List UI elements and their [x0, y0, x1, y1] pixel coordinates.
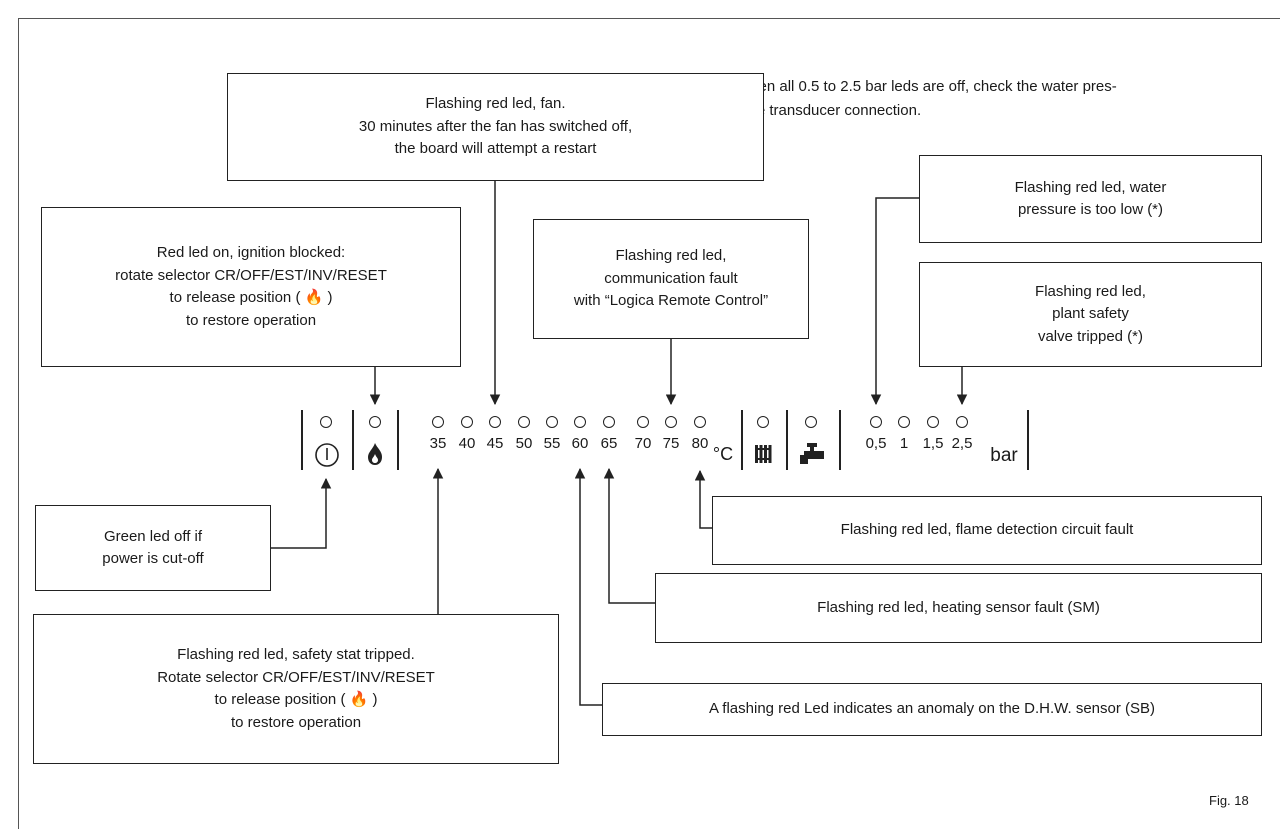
- callout-fan-line: 30 minutes after the fan has switched of…: [358, 117, 633, 135]
- callout-fan-line: Flashing red led, fan.: [425, 95, 566, 113]
- pressure-unit: bar: [990, 445, 1018, 466]
- pressure-label: 0,5: [865, 435, 887, 452]
- callout-dhw-sensor: A flashing red Led indicates an anomaly …: [602, 683, 1262, 736]
- pressure-led-1: [898, 416, 910, 428]
- temp-label: 35: [429, 435, 447, 452]
- temp-led-40: [461, 416, 473, 428]
- callout-communication-line: communication fault: [604, 269, 738, 287]
- callout-stat-line: to release position ( 🔥 ): [214, 691, 378, 708]
- callout-valve-line: plant safety: [1052, 305, 1129, 323]
- panel-separator: [1027, 410, 1029, 470]
- temp-led-65: [603, 416, 615, 428]
- callout-ignition-line: Red led on, ignition blocked:: [156, 244, 346, 261]
- temp-led-55: [546, 416, 558, 428]
- callout-safety-valve: Flashing red led, plant safety valve tri…: [919, 262, 1262, 367]
- temp-led-75: [665, 416, 677, 428]
- temp-label: 65: [600, 435, 618, 452]
- callout-communication-line: with “Logica Remote Control”: [573, 292, 769, 310]
- callout-ignition-blocked: Red led on, ignition blocked: rotate sel…: [41, 207, 461, 367]
- callout-ignition-line: to release position ( 🔥 ): [169, 289, 333, 306]
- callout-power-line: power is cut-off: [102, 550, 204, 567]
- pressure-label: 2,5: [951, 435, 973, 452]
- pressure-label: 1,5: [922, 435, 944, 452]
- pressure-label: 1: [899, 435, 909, 452]
- flame-icon: [368, 443, 382, 465]
- callout-pressure-line: Flashing red led, water: [1014, 178, 1167, 196]
- temp-label: 60: [571, 435, 589, 452]
- callout-dhw-line: A flashing red Led indicates an anomaly …: [708, 700, 1156, 718]
- temp-label: 75: [662, 435, 680, 452]
- panel-separator: [741, 410, 743, 470]
- pressure-led-0-5: [870, 416, 882, 428]
- callout-ignition-line: to restore operation: [185, 311, 317, 329]
- callout-communication-fault: Flashing red led, communication fault wi…: [533, 219, 809, 339]
- callout-valve-line: Flashing red led,: [1035, 282, 1146, 300]
- temp-label: 50: [515, 435, 533, 452]
- tap-icon: [800, 443, 824, 464]
- pressure-led-2-5: [956, 416, 968, 428]
- temp-unit: °C: [712, 444, 734, 464]
- pressure-led-1-5: [927, 416, 939, 428]
- callout-valve-line: valve tripped (*): [1037, 327, 1144, 345]
- temp-label: 80: [691, 435, 709, 452]
- flame-led: [369, 416, 381, 428]
- heating-led: [757, 416, 769, 428]
- temp-led-60: [574, 416, 586, 428]
- temp-label: 70: [634, 435, 652, 452]
- temp-label: 45: [486, 435, 504, 452]
- callout-flame-line: Flashing red led, flame detection circui…: [840, 521, 1134, 539]
- callout-fan-line: the board will attempt a restart: [394, 140, 597, 158]
- radiator-icon: [755, 445, 772, 463]
- callout-pressure-line: pressure is too low (*): [1017, 201, 1164, 218]
- callout-ignition-line: rotate selector CR/OFF/EST/INV/RESET: [115, 266, 387, 284]
- footnote-line-1: When all 0.5 to 2.5 bar leds are off, ch…: [736, 78, 1117, 95]
- temp-label: 55: [543, 435, 561, 452]
- panel-separator: [839, 410, 841, 470]
- temp-led-45: [489, 416, 501, 428]
- callout-safety-stat: Flashing red led, safety stat tripped. R…: [33, 614, 559, 764]
- panel-separator: [786, 410, 788, 470]
- callout-power-line: Green led off if: [103, 527, 203, 545]
- callout-pressure-low: Flashing red led, water pressure is too …: [919, 155, 1262, 243]
- temp-led-80: [694, 416, 706, 428]
- temp-led-50: [518, 416, 530, 428]
- footnote-line-2: sure transducer connection.: [736, 102, 922, 119]
- figure-label: Fig. 18: [1209, 793, 1249, 808]
- temp-led-35: [432, 416, 444, 428]
- panel-separator: [397, 410, 399, 470]
- power-led: [320, 416, 332, 428]
- temp-led-70: [637, 416, 649, 428]
- figure-frame: [18, 18, 1280, 829]
- callout-heating-line: Flashing red led, heating sensor fault (…: [817, 598, 1100, 616]
- panel-separator: [352, 410, 354, 470]
- callout-communication-line: Flashing red led,: [615, 247, 727, 265]
- callout-power-off: Green led off if power is cut-off: [35, 505, 271, 591]
- panel-separator: [301, 410, 303, 470]
- callout-fan: Flashing red led, fan. 30 minutes after …: [227, 73, 764, 181]
- dhw-led: [805, 416, 817, 428]
- power-icon: [315, 443, 339, 467]
- callout-heating-sensor: Flashing red led, heating sensor fault (…: [655, 573, 1262, 643]
- callout-stat-line: to restore operation: [230, 713, 362, 731]
- temp-label: 40: [458, 435, 476, 452]
- callout-flame-detection: Flashing red led, flame detection circui…: [712, 496, 1262, 565]
- callout-stat-line: Rotate selector CR/OFF/EST/INV/RESET: [157, 668, 435, 686]
- callout-stat-line: Flashing red led, safety stat tripped.: [177, 646, 415, 663]
